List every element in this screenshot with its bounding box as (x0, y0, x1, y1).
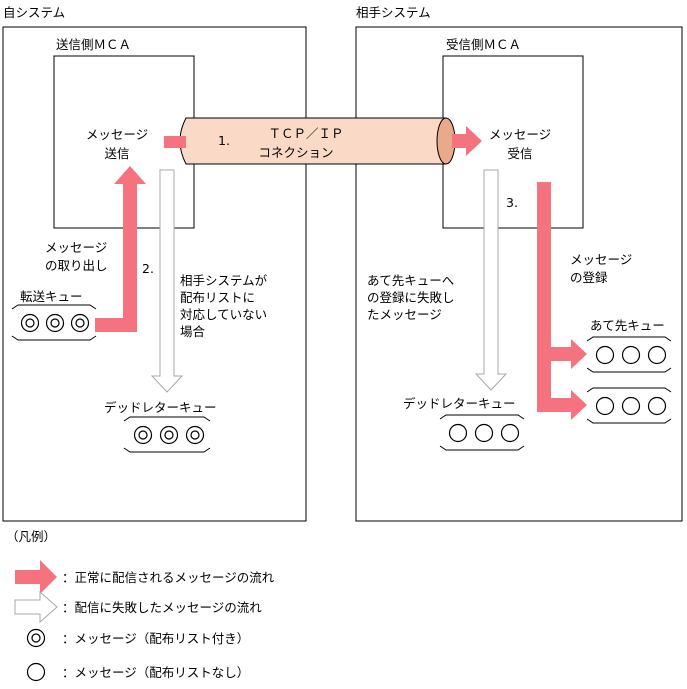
pipe-to-receive-arrow (452, 126, 482, 156)
receive-label-2: 受信 (507, 146, 532, 161)
legend-item-2: ：配信に失敗したメッセージの流れ (62, 600, 262, 615)
receiver-mca-title: 受信側ＭＣＡ (446, 37, 521, 52)
own-dead-letter-queue (123, 416, 211, 453)
own-dead-letter-label: デッドレターキュー (104, 400, 217, 415)
receive-label-1: メッセージ (489, 127, 551, 142)
normal-flow-arrow-register (537, 182, 587, 420)
sender-mca-title: 送信側ＭＣＡ (56, 37, 131, 52)
legend-white-arrow-icon (14, 590, 58, 624)
legend-item-1: ：正常に配信されるメッセージの流れ (62, 570, 275, 585)
own-fail-note-3: 対応していない (180, 307, 267, 322)
own-fail-note-2: 配布リストに (180, 290, 255, 305)
register-label-2: の登録 (570, 270, 608, 285)
send-to-pipe-arrow (164, 136, 186, 148)
dest-queue-label: あて先キュー (590, 318, 665, 333)
legend-title: （凡例） (6, 529, 56, 544)
takeout-label-1: メッセージ (45, 240, 107, 255)
tcpip-label-1: ＴＣＰ／ＩＰ (268, 126, 343, 141)
legend-pink-arrow-icon (15, 560, 57, 594)
partner-system-box (355, 26, 683, 522)
partner-system-title: 相手システム (356, 5, 431, 20)
fail-flow-arrow-own (150, 169, 184, 393)
send-label-1: メッセージ (86, 127, 148, 142)
step2-label: 2. (142, 261, 154, 276)
dest-queue-1 (586, 336, 672, 373)
fail-flow-arrow-partner (474, 169, 508, 391)
dest-queue-2 (586, 387, 672, 424)
takeout-label-2: の取り出し (45, 258, 108, 273)
send-label-2: 送信 (104, 146, 129, 161)
tcpip-connection-pipe (179, 117, 456, 165)
partner-dead-letter-queue (439, 414, 525, 451)
partner-dead-letter-label: デッドレターキュー (403, 396, 516, 411)
partner-fail-note-2: の登録に失敗し (367, 290, 455, 305)
transfer-queue-label: 転送キュー (20, 289, 83, 304)
tcpip-label-2: コネクション (258, 145, 333, 160)
step1-label: 1. (218, 133, 230, 148)
own-system-box (2, 26, 307, 522)
legend-item-3: ：メッセージ（配布リスト付き） (62, 631, 249, 646)
step3-label: 3. (506, 195, 518, 210)
partner-fail-note-3: たメッセージ (367, 307, 442, 322)
own-fail-note-4: 場合 (180, 324, 206, 339)
legend-single-circle-icon (26, 662, 46, 682)
normal-flow-arrow-takeout (95, 166, 146, 332)
partner-fail-note-1: あて先キューへ (367, 273, 454, 288)
own-system-title: 自システム (3, 5, 65, 20)
register-label-1: メッセージ (570, 252, 632, 267)
legend-item-4: ：メッセージ（配布リストなし） (62, 665, 249, 680)
legend-double-circle-icon (26, 628, 46, 648)
transfer-queue (11, 304, 97, 341)
own-fail-note-1: 相手システムが (180, 273, 268, 288)
